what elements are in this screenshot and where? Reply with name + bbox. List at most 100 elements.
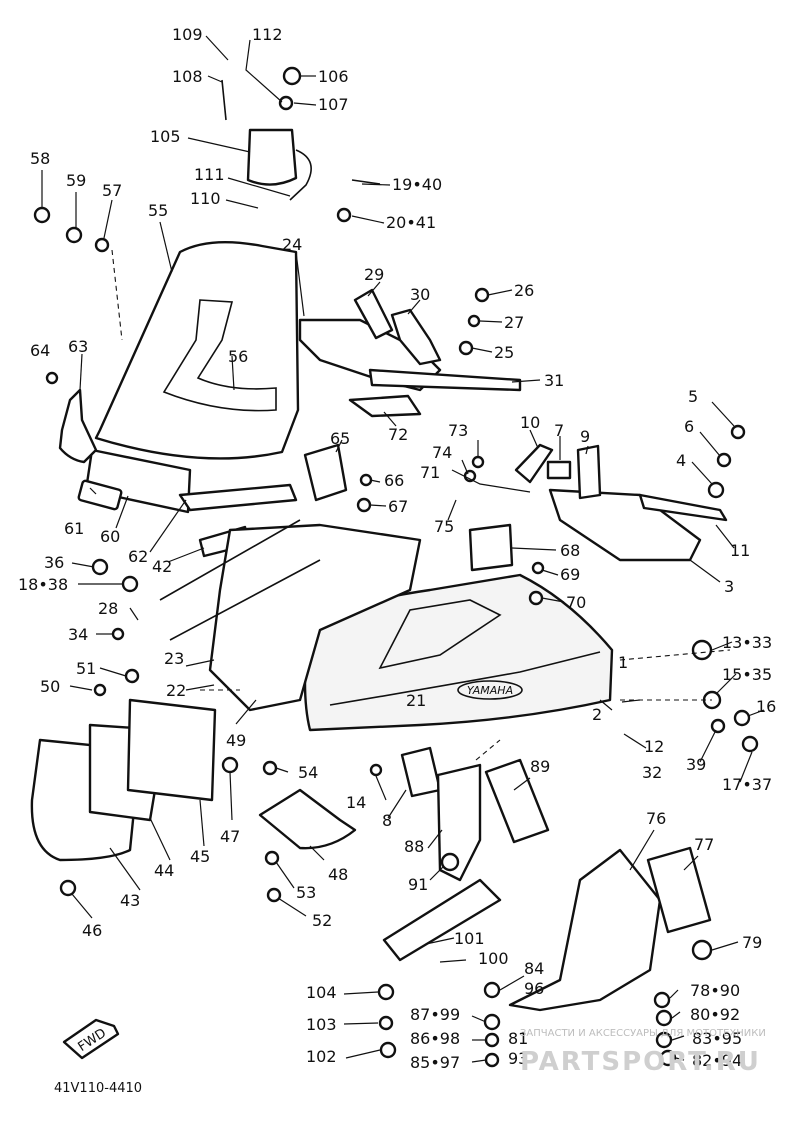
callout-73: 73 xyxy=(448,421,468,440)
callout-111: 111 xyxy=(194,165,225,184)
callout-62: 62 xyxy=(128,547,148,566)
parts-layer: YAMAHA xyxy=(30,128,728,1012)
callout-106: 106 xyxy=(318,67,349,86)
callout-83-95: 83•95 xyxy=(692,1029,742,1048)
side-bracket xyxy=(58,388,98,464)
callout-5: 5 xyxy=(688,387,698,406)
cowling-emblem-text: YAMAHA xyxy=(467,684,513,697)
callout-105: 105 xyxy=(150,127,181,146)
callout-74: 74 xyxy=(432,443,452,462)
callout-28: 28 xyxy=(98,599,118,618)
callout-49: 49 xyxy=(226,731,246,750)
callout-112: 112 xyxy=(252,25,283,44)
callout-53: 53 xyxy=(296,883,316,902)
callout-22: 22 xyxy=(166,681,186,700)
callout-82-94: 82•94 xyxy=(692,1051,742,1070)
grommet-104 xyxy=(377,983,395,1001)
callout-63: 63 xyxy=(68,337,88,356)
washer-27 xyxy=(467,314,481,328)
callout-71: 71 xyxy=(420,463,440,482)
callout-23: 23 xyxy=(164,649,184,668)
screw-64 xyxy=(45,371,59,385)
callout-26: 26 xyxy=(514,281,534,300)
grommet-78-90 xyxy=(653,991,671,1009)
callout-101: 101 xyxy=(454,929,485,948)
bolt-26 xyxy=(474,287,490,303)
reservoir-hose xyxy=(289,149,312,201)
callout-55: 55 xyxy=(148,201,168,220)
cover-9 xyxy=(576,444,602,500)
callout-58: 58 xyxy=(30,149,50,168)
callout-43: 43 xyxy=(120,891,140,910)
clip-29 xyxy=(353,288,394,340)
screw-52 xyxy=(266,887,282,903)
nut-51 xyxy=(124,668,140,684)
duct-8 xyxy=(400,746,442,798)
inner-cowl-rib xyxy=(159,519,321,641)
watermark-logo: PARTSPORT.RU xyxy=(520,1047,761,1077)
windshield-decal xyxy=(162,299,277,412)
cowling-inner-line xyxy=(329,651,601,706)
bolt-82-94 xyxy=(659,1049,677,1067)
callout-77: 77 xyxy=(694,835,714,854)
diagram-code: 41V110-4410 xyxy=(54,1081,142,1096)
inner-cowl xyxy=(208,523,422,712)
washer-86-98 xyxy=(484,1032,500,1048)
callout-89: 89 xyxy=(530,757,550,776)
washer-39 xyxy=(710,718,726,734)
callout-50: 50 xyxy=(40,677,60,696)
callout-78-90: 78•90 xyxy=(690,981,740,1000)
callout-56: 56 xyxy=(228,347,248,366)
nut-4 xyxy=(707,481,725,499)
watermark-text: ЗАПЧАСТИ И АКСЕССУАРЫ ДЛЯ МОТОТЕХНИКИ xyxy=(520,1028,766,1039)
callout-30: 30 xyxy=(410,285,430,304)
callout-labels: 109 112 108 106 107 105 111 110 19•40 20… xyxy=(18,25,776,1072)
callout-34: 34 xyxy=(68,625,88,644)
washer-18-38 xyxy=(121,575,139,593)
bolt-5 xyxy=(730,424,746,440)
nut-57 xyxy=(94,237,110,253)
callout-6: 6 xyxy=(684,417,694,436)
callout-51: 51 xyxy=(76,659,96,678)
callout-44: 44 xyxy=(154,861,174,880)
washer-107 xyxy=(278,95,294,111)
callout-31: 31 xyxy=(544,371,564,390)
callout-11: 11 xyxy=(730,541,750,560)
callout-17-37: 17•37 xyxy=(722,775,772,794)
screw-34 xyxy=(111,627,125,641)
grommet-59 xyxy=(65,226,83,244)
hardware-layer xyxy=(33,66,759,1068)
callout-32: 32 xyxy=(642,763,662,782)
callout-81: 81 xyxy=(508,1029,528,1048)
callout-61: 61 xyxy=(64,519,84,538)
alignment-lines xyxy=(111,249,731,761)
washer-70 xyxy=(528,590,544,606)
callout-13-33: 13•33 xyxy=(722,633,772,652)
fwd-arrow: FWD xyxy=(62,1018,120,1060)
callout-60: 60 xyxy=(100,527,120,546)
callout-107: 107 xyxy=(318,95,349,114)
emblem-plate xyxy=(77,479,123,511)
windshield xyxy=(94,240,300,460)
callout-76: 76 xyxy=(646,809,666,828)
callout-12: 12 xyxy=(644,737,664,756)
callout-10: 10 xyxy=(520,413,540,432)
washer-103 xyxy=(378,1015,394,1031)
callout-59: 59 xyxy=(66,171,86,190)
undercowl-76 xyxy=(508,848,662,1012)
callout-102: 102 xyxy=(306,1047,337,1066)
callout-16: 16 xyxy=(756,697,776,716)
stay-31 xyxy=(368,368,522,392)
callout-27: 27 xyxy=(504,313,524,332)
screw-14 xyxy=(369,763,383,777)
bolt-17-37 xyxy=(741,735,759,753)
callout-88: 88 xyxy=(404,837,424,856)
screw-46 xyxy=(59,879,77,897)
callout-8: 8 xyxy=(382,811,392,830)
callout-91: 91 xyxy=(408,875,428,894)
callout-18-38: 18•38 xyxy=(18,575,68,594)
washer-80-92 xyxy=(655,1009,673,1027)
cowling-window xyxy=(378,599,502,670)
screw-58 xyxy=(33,206,51,224)
